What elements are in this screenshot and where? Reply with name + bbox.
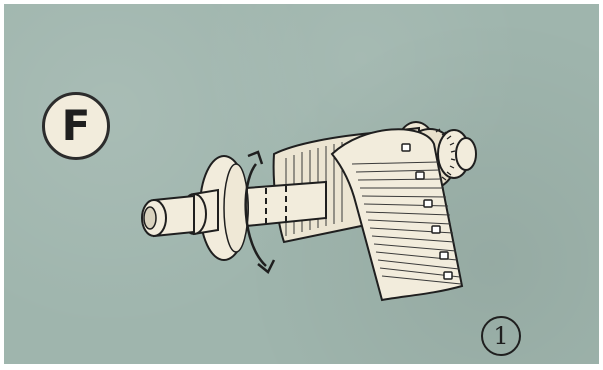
step-number: 1 [493,324,508,348]
step-number-badge: 1 [481,316,521,356]
illustration-panel: F [4,4,599,364]
film-spool-with-film-strip-icon [4,4,599,364]
spool-shaft [246,182,326,226]
spool-hub [142,190,218,236]
